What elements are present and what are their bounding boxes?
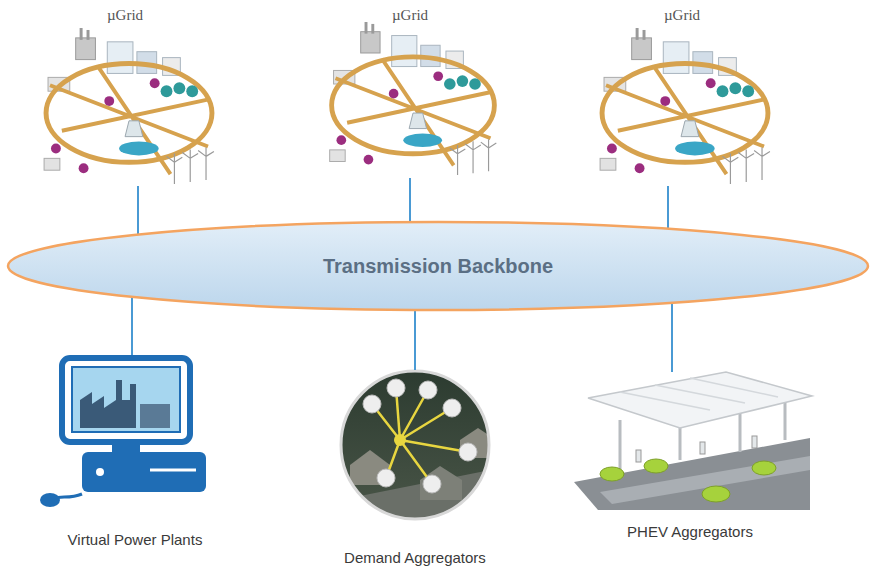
- computer-icon: [40, 358, 206, 507]
- connector-line: [414, 310, 416, 370]
- microgrid-node: µGrid: [592, 6, 772, 186]
- node-label: Transmission Backbone: [323, 255, 553, 278]
- backbone-ellipse: Transmission Backbone: [6, 220, 870, 312]
- node-label: Virtual Power Plants: [35, 531, 235, 548]
- node-heading: µGrid: [592, 6, 772, 24]
- charging-station: [574, 372, 812, 510]
- connector-line: [131, 297, 133, 355]
- phev-node: PHEV Aggregators: [565, 372, 815, 540]
- connector-line: [671, 303, 673, 372]
- connector-line: [409, 178, 411, 222]
- microgrid-node: µGrid: [35, 6, 215, 186]
- node-heading: µGrid: [320, 6, 500, 24]
- demand-node: Demand Aggregators: [315, 370, 515, 566]
- vpp-node: Virtual Power Plants: [35, 355, 235, 548]
- demand-photo: [340, 370, 496, 520]
- node-label: Demand Aggregators: [315, 549, 515, 566]
- microgrid-node: µGrid: [320, 6, 500, 178]
- node-label: PHEV Aggregators: [565, 523, 815, 540]
- node-heading: µGrid: [35, 6, 215, 24]
- connector-line: [667, 186, 669, 229]
- connector-line: [137, 186, 139, 234]
